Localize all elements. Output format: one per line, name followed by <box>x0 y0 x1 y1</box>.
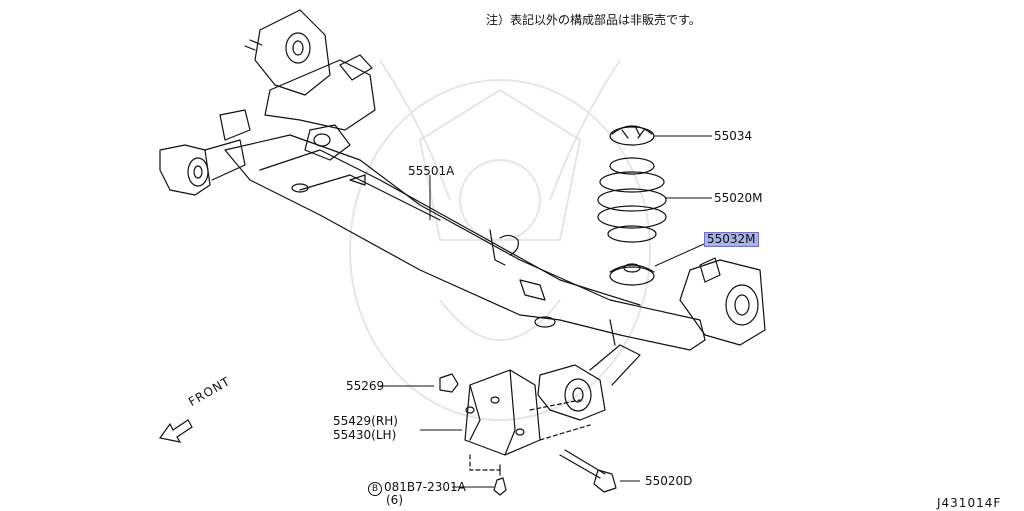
part-label-55430[interactable]: 55430(LH) <box>333 428 397 442</box>
upper-spring-seat-55034 <box>609 125 655 146</box>
part-label-55429[interactable]: 55429(RH) <box>333 414 398 428</box>
right-knuckle <box>679 257 766 346</box>
part-label-55020d[interactable]: 55020D <box>645 474 693 488</box>
front-arrow <box>158 419 193 443</box>
coil-spring-55020m <box>597 157 667 243</box>
bolt-marker-icon: B <box>368 482 382 496</box>
part-label-55501a[interactable]: 55501A <box>408 164 455 178</box>
lower-spring-seat-55032m <box>609 263 655 286</box>
left-knuckle <box>244 9 376 186</box>
part-qty-081b7: (6) <box>386 493 403 507</box>
spring-lower-pin <box>609 319 616 346</box>
bolt-081b7 <box>493 464 507 496</box>
part-number-081b7: 081B7-2301A <box>384 480 466 494</box>
bushing-bracket <box>464 369 591 471</box>
leader-lines <box>380 135 712 488</box>
part-label-55032m[interactable]: 55032M <box>704 232 759 247</box>
nut-55269 <box>439 373 459 393</box>
part-label-55034[interactable]: 55034 <box>714 129 753 143</box>
diagram-code: J431014F <box>937 496 1002 510</box>
left-trailing-arm <box>159 109 251 196</box>
part-label-55020m[interactable]: 55020M <box>714 191 763 205</box>
right-bushing <box>537 344 641 421</box>
watermark-emblem <box>349 59 651 421</box>
part-label-55269[interactable]: 55269 <box>346 379 385 393</box>
note-text: 注）表記以外の構成部品は非販売です。 <box>486 13 701 27</box>
bolt-55020d <box>559 449 617 493</box>
